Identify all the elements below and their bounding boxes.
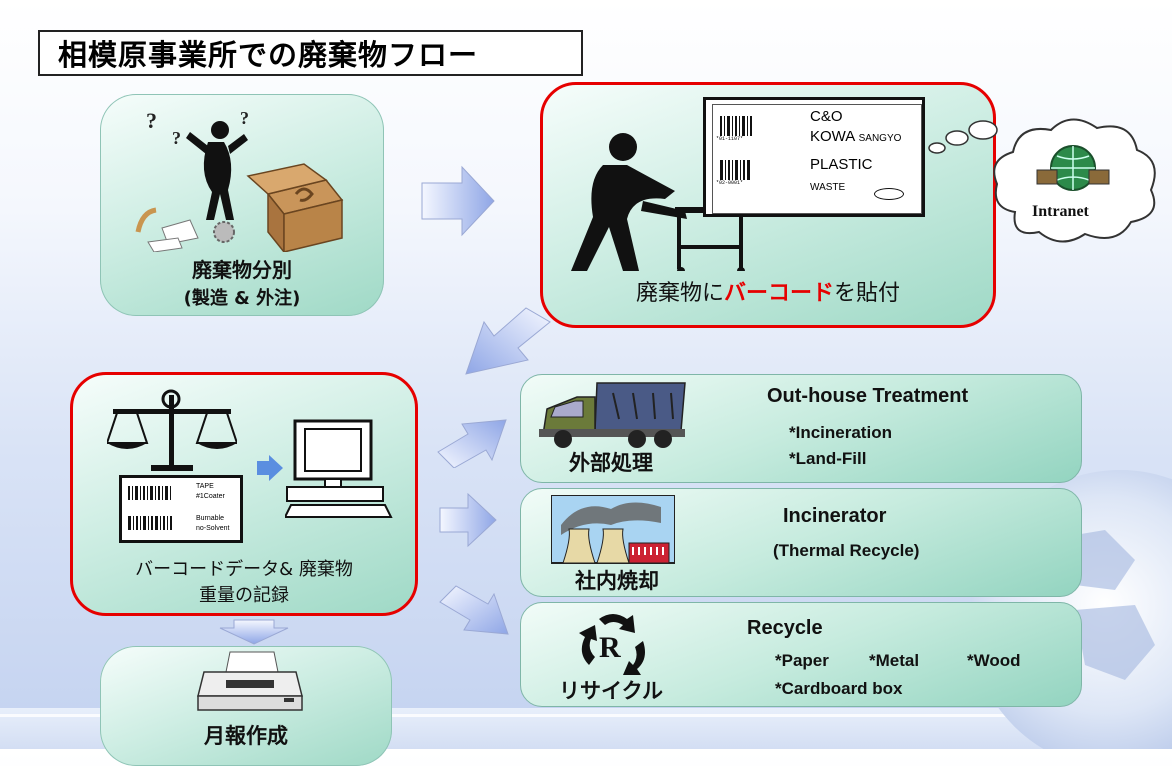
recycle-icon: R <box>579 614 645 675</box>
recycle-item-paper: *Paper <box>775 651 829 670</box>
outhouse-panel: 外部処理 Out-house Treatment *Incineration *… <box>520 374 1082 483</box>
label-company-line2: KOWA SANGYO <box>810 128 902 145</box>
recycle-panel: R リサイクル Recycle *Paper *Metal *Wood *Car… <box>520 602 1082 707</box>
barcode-label-card: *01-1107* C&O KOWA SANGYO *02-0001* PLAS… <box>703 97 925 217</box>
report-label: 月報作成 <box>204 724 288 748</box>
recycle-item-metal: *Metal <box>869 651 920 670</box>
right-arrow-icon <box>257 455 283 481</box>
recycle-heading: Recycle <box>747 617 823 639</box>
barcode-number-1: *01-1107* <box>716 136 744 142</box>
incinerator-jp-label: 社内焼却 <box>575 569 659 593</box>
intranet-cloud-icon <box>993 118 1156 243</box>
recycle-item-wood: *Wood <box>967 651 1021 670</box>
report-panel: 月報作成 <box>100 646 392 766</box>
down-arrow-icon <box>219 619 289 645</box>
down-right-arrow-icon <box>439 585 509 635</box>
right-arrow-icon <box>439 492 497 548</box>
svg-text:?: ? <box>172 128 181 148</box>
down-left-arrow-icon <box>465 307 551 375</box>
incinerator-panel: 社内焼却 Incinerator (Thermal Recycle) <box>520 488 1082 597</box>
sort-panel: ? ? ? 廃棄物分別 (製造 & 外注) <box>100 94 384 316</box>
recycle-item-cardboard: *Cardboard box <box>775 679 903 698</box>
incinerator-heading: Incinerator <box>783 505 887 527</box>
bottom-divider <box>0 714 1172 717</box>
scale-icon <box>107 389 237 471</box>
outhouse-item-1: *Incineration <box>789 423 892 442</box>
outhouse-jp-label: 外部処理 <box>569 451 653 475</box>
factory-icon <box>551 495 675 564</box>
outhouse-item-2: *Land-Fill <box>789 449 867 468</box>
barcode-panel-label: 廃棄物にバーコードを貼付 <box>635 281 901 306</box>
recycle-r-mark: R <box>599 631 621 664</box>
label-stamp <box>874 188 904 200</box>
up-right-arrow-icon <box>437 419 507 468</box>
recycle-jp-label: リサイクル <box>559 679 663 703</box>
svg-text:?: ? <box>240 108 249 128</box>
person-sorting-icon: ? ? ? <box>135 108 344 252</box>
page-title: 相模原事業所での廃棄物フロー <box>38 30 583 76</box>
right-arrow-icon <box>421 165 495 237</box>
dump-truck-icon <box>539 382 686 448</box>
thought-bubbles <box>928 120 998 154</box>
barcode-panel: *01-1107* C&O KOWA SANGYO *02-0001* PLAS… <box>540 82 996 328</box>
sort-label-line2: (製造 & 外注) <box>183 288 301 309</box>
barcode-number-2: *02-0001* <box>716 180 744 186</box>
record-label-line2: 重量の記録 <box>199 585 289 606</box>
barcode-icon <box>720 160 750 180</box>
record-label-line1: バーコードデータ& 廃棄物 <box>135 559 353 580</box>
label-item-line1: PLASTIC <box>810 156 873 173</box>
printer-icon <box>197 651 303 711</box>
label-item-line2: WASTE <box>810 182 846 193</box>
intranet-label: Intranet <box>1032 203 1089 220</box>
tag-text-1: TAPE#1Coater <box>196 483 225 500</box>
worker-with-cart-icon <box>571 133 745 271</box>
svg-text:?: ? <box>146 108 157 133</box>
barcode-icon <box>720 116 752 136</box>
computer-icon <box>285 419 393 518</box>
outhouse-heading: Out-house Treatment <box>767 385 969 407</box>
incinerator-sub: (Thermal Recycle) <box>773 541 920 560</box>
sort-label-line1: 廃棄物分別 <box>192 258 292 282</box>
barcode-icon <box>128 486 172 530</box>
label-company-line1: C&O <box>810 108 843 125</box>
